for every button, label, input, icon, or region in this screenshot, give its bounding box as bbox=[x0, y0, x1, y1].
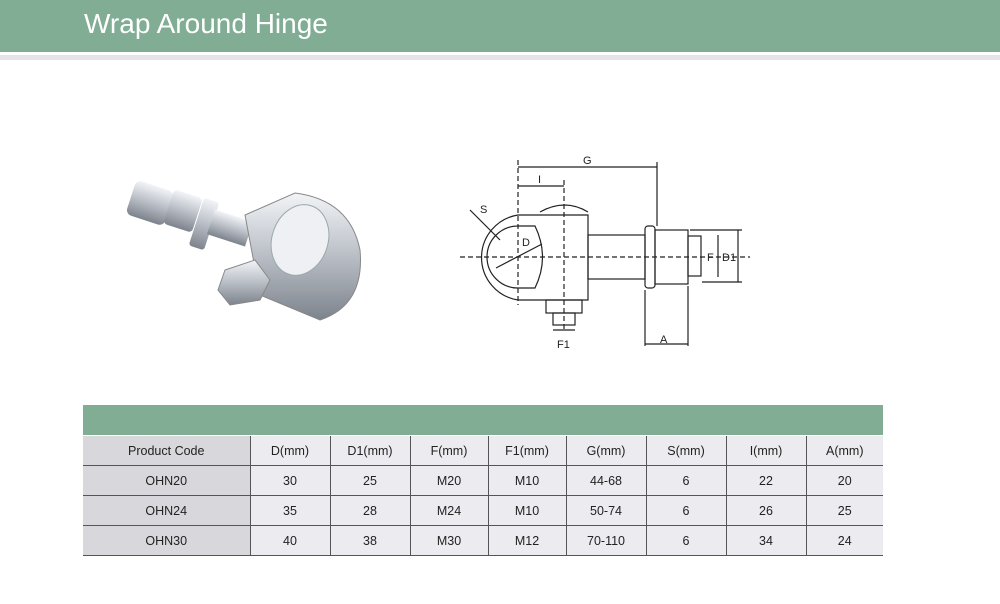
column-header: I(mm) bbox=[725, 435, 806, 466]
table-cell: 22 bbox=[725, 465, 806, 496]
label-d: D bbox=[522, 237, 530, 249]
table-cell: M20 bbox=[409, 465, 488, 496]
column-header: F1(mm) bbox=[487, 435, 566, 466]
column-header: G(mm) bbox=[565, 435, 646, 466]
table-header-row: Product Code D(mm) D1(mm) F(mm) F1(mm) G… bbox=[83, 435, 883, 466]
label-d1: D1 bbox=[722, 252, 736, 264]
table-cell: 25 bbox=[805, 495, 883, 526]
table-row: OHN20 30 25 M20 M10 44-68 6 22 20 bbox=[83, 465, 883, 496]
table-cell: 34 bbox=[725, 525, 806, 556]
column-header: Product Code bbox=[83, 435, 250, 466]
divider bbox=[0, 55, 1000, 60]
table-cell: M24 bbox=[409, 495, 488, 526]
table-cell: 30 bbox=[249, 465, 330, 496]
title-banner: Wrap Around Hinge bbox=[0, 0, 1000, 52]
hinge-technical-drawing: G I S D F D1 F1 A bbox=[460, 155, 750, 351]
table-cell: 6 bbox=[645, 525, 726, 556]
table-row: OHN30 40 38 M30 M12 70-110 6 34 24 bbox=[83, 525, 883, 556]
table-cell: 25 bbox=[329, 465, 410, 496]
hinge-product-photo bbox=[126, 181, 361, 321]
table-cell: OHN20 bbox=[83, 465, 250, 496]
table-cell: M10 bbox=[487, 465, 566, 496]
table-cell: 28 bbox=[329, 495, 410, 526]
table-cell: 35 bbox=[249, 495, 330, 526]
table-cell: OHN30 bbox=[83, 525, 250, 556]
table-cell: 26 bbox=[725, 495, 806, 526]
table-cell: 6 bbox=[645, 495, 726, 526]
table-cell: M30 bbox=[409, 525, 488, 556]
table-cell: M12 bbox=[487, 525, 566, 556]
table-cell: 6 bbox=[645, 465, 726, 496]
table-cell: 20 bbox=[805, 465, 883, 496]
table-cell: 38 bbox=[329, 525, 410, 556]
column-header: F(mm) bbox=[409, 435, 488, 466]
table-cell: 50-74 bbox=[565, 495, 646, 526]
spec-table: Product Code D(mm) D1(mm) F(mm) F1(mm) G… bbox=[83, 405, 883, 556]
label-f1: F1 bbox=[557, 339, 570, 351]
table-title-bar bbox=[83, 405, 883, 435]
label-f: F bbox=[707, 252, 714, 264]
table-cell: 44-68 bbox=[565, 465, 646, 496]
table-cell: M10 bbox=[487, 495, 566, 526]
table-cell: 24 bbox=[805, 525, 883, 556]
label-a: A bbox=[660, 334, 668, 346]
table-cell: 70-110 bbox=[565, 525, 646, 556]
column-header: S(mm) bbox=[645, 435, 726, 466]
label-s: S bbox=[480, 204, 487, 216]
column-header: D(mm) bbox=[249, 435, 330, 466]
label-g: G bbox=[583, 155, 592, 167]
column-header: D1(mm) bbox=[329, 435, 410, 466]
page-title: Wrap Around Hinge bbox=[84, 8, 328, 39]
table-cell: 40 bbox=[249, 525, 330, 556]
table-cell: OHN24 bbox=[83, 495, 250, 526]
column-header: A(mm) bbox=[805, 435, 883, 466]
label-i: I bbox=[538, 174, 541, 186]
table-row: OHN24 35 28 M24 M10 50-74 6 26 25 bbox=[83, 495, 883, 526]
